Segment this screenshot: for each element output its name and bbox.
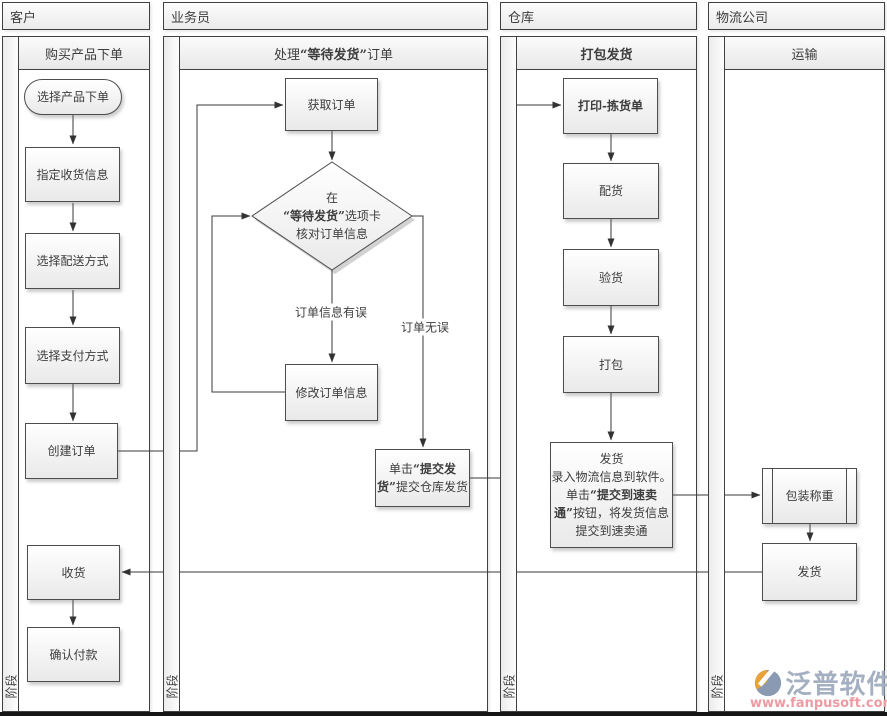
lane-role-label-warehouse: 仓库 [508, 10, 535, 26]
node-pack: 打包 [563, 336, 659, 393]
phase-header-warehouse: 打包发货 [517, 37, 696, 70]
stage-label-warehouse: 阶段 [502, 674, 516, 699]
logo-brand-text: 泛普软件 [785, 670, 887, 700]
stage-label-customer: 阶段 [4, 674, 18, 699]
node-choose-delivery: 选择配送方式 [25, 233, 120, 289]
lane-stage-strip-logistics: 阶段 [709, 37, 725, 711]
node-text-create-order: 创建订单 [47, 444, 96, 458]
node-text-print-picking-list: 打印-拣货单 [578, 99, 643, 113]
node-inspect-goods: 验货 [563, 249, 659, 306]
lane-role-header-logistics: 物流公司 [708, 2, 885, 30]
lane-panel-customer: 阶段 购买产品下单 [2, 36, 150, 712]
node-text-receive-goods: 收货 [61, 565, 86, 580]
node-allocate-goods: 配货 [563, 163, 659, 219]
logo-url-text: www.fanpusoft.com [750, 696, 887, 711]
node-text-verify-order: 在 “等待发货”选项卡 核对订单信息 [283, 191, 381, 241]
node-fetch-order: 获取订单 [285, 78, 378, 131]
predefined-bar-left [772, 469, 773, 523]
node-create-order: 创建订单 [25, 423, 118, 479]
node-choose-payment: 选择支付方式 [25, 327, 120, 384]
node-modify-order-info: 修改订单信息 [285, 364, 378, 421]
lane-stage-strip-customer: 阶段 [3, 37, 19, 711]
lane-role-header-warehouse: 仓库 [500, 2, 697, 30]
label-order-correct: 订单无误 [398, 318, 452, 336]
node-submit-shipment: 单击“提交发货”提交仓库发货 [375, 449, 470, 507]
node-text-pack: 打包 [598, 357, 623, 372]
node-text-start-order: 选择产品下单 [36, 90, 109, 104]
node-receive-goods: 收货 [27, 545, 120, 600]
lane-role-header-customer: 客户 [2, 2, 150, 30]
phase-header-logistics: 运输 [725, 37, 884, 70]
lane-phase-column-logistics: 运输 [725, 37, 884, 711]
node-text-allocate-goods: 配货 [598, 184, 623, 198]
node-package-weigh: 包装称重 [762, 468, 857, 524]
lane-stage-strip-sales: 阶段 [164, 37, 180, 711]
node-text-set-shipping-info: 指定收货信息 [36, 167, 109, 182]
node-text-choose-payment: 选择支付方式 [36, 348, 109, 363]
stage-label-sales: 阶段 [165, 674, 179, 699]
node-ship-entry: 发货 录入物流信息到软件。 单击“提交到速卖通”按钮，将发货信息提交到速卖通 [550, 442, 673, 548]
lane-role-label-customer: 客户 [10, 10, 37, 26]
node-text-fetch-order: 获取订单 [307, 97, 356, 112]
fanpu-logo-icon [754, 667, 781, 696]
node-text-ship-entry: 发货 录入物流信息到软件。 单击“提交到速卖通”按钮，将发货信息提交到速卖通 [551, 452, 672, 538]
node-text-package-weigh: 包装称重 [785, 489, 834, 503]
node-confirm-payment: 确认付款 [27, 627, 120, 682]
fanpu-logo: 泛普软件 www.fanpusoft.com [750, 664, 887, 711]
stage-label-logistics: 阶段 [710, 674, 724, 699]
node-print-picking-list: 打印-拣货单 [563, 78, 658, 134]
predefined-bar-right [846, 469, 847, 523]
phase-header-customer: 购买产品下单 [19, 37, 149, 70]
node-text-modify-order-info: 修改订单信息 [295, 385, 368, 400]
node-text-ship: 发货 [797, 565, 822, 579]
lane-role-label-sales: 业务员 [171, 10, 211, 26]
node-set-shipping-info: 指定收货信息 [25, 147, 120, 202]
node-text-choose-delivery: 选择配送方式 [36, 254, 109, 268]
bottom-border [0, 712, 887, 716]
node-text-confirm-payment: 确认付款 [49, 647, 98, 662]
lane-role-header-sales: 业务员 [163, 2, 488, 30]
lane-panel-logistics: 阶段 运输 [708, 36, 885, 712]
label-order-info-wrong: 订单信息有误 [292, 303, 370, 321]
node-start-order: 选择产品下单 [24, 79, 122, 115]
lane-panel-warehouse: 阶段 打包发货 [500, 36, 697, 712]
lane-phase-column-sales: 处理“等待发货”订单 [180, 37, 487, 711]
lane-phase-column-warehouse: 打包发货 [517, 37, 696, 711]
phase-header-sales: 处理“等待发货”订单 [180, 37, 487, 70]
lane-phase-column-customer: 购买产品下单 [19, 37, 149, 711]
lane-stage-strip-warehouse: 阶段 [501, 37, 517, 711]
node-text-submit-shipment: 单击“提交发货”提交仓库发货 [377, 462, 468, 494]
node-ship: 发货 [762, 543, 857, 601]
node-verify-order: 在 “等待发货”选项卡 核对订单信息 [252, 162, 412, 270]
lane-panel-sales: 阶段 处理“等待发货”订单 [163, 36, 488, 712]
lane-role-label-logistics: 物流公司 [716, 10, 769, 26]
node-text-inspect-goods: 验货 [598, 270, 623, 285]
